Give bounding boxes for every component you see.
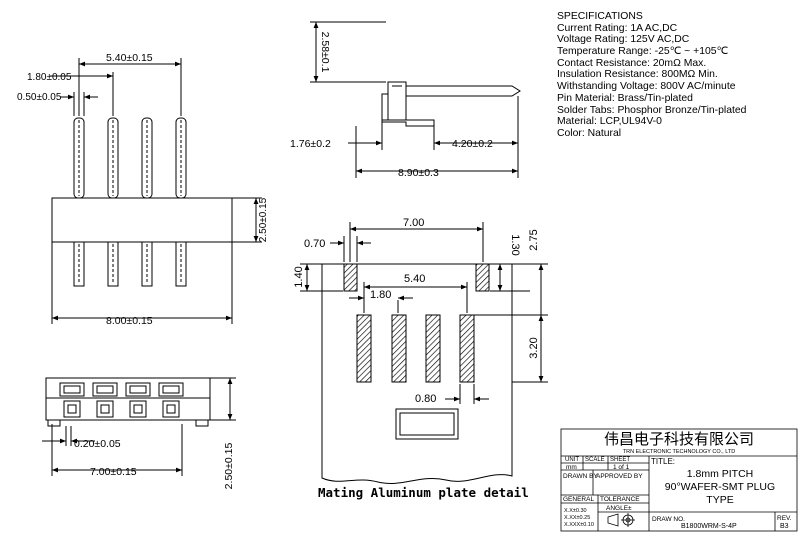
dim-bottom-tab-width: 0.20±0.05 (74, 438, 121, 450)
title-line-3: TYPE (706, 494, 733, 506)
spec-line: Current Rating: 1A AC,DC (557, 22, 678, 34)
approved-by-label: APPROVED BY (596, 473, 643, 480)
specifications-block: SPECIFICATIONS Current Rating: 1A AC,DC … (557, 11, 746, 140)
unit-label: UNIT (565, 457, 579, 463)
sheet-label: SHEET (610, 457, 630, 463)
dim-front-pin-width: 0.50±0.05 (17, 92, 62, 103)
tolerance-line-1: X.X±0.30 (564, 508, 587, 514)
draw-no-label: DRAW NO. (652, 516, 685, 523)
plate-outline (321, 263, 513, 484)
title-block (560, 428, 798, 532)
dim-side-lead: 4.20±0.2 (452, 138, 493, 150)
spec-line: Solder Tabs: Phosphor Bronze/Tin-plated (557, 104, 747, 116)
pin-3 (141, 117, 153, 287)
title-line-1: 1.8mm PITCH (687, 468, 754, 480)
dim-plate-pad-span: 5.40 (404, 273, 425, 285)
angle-label: ANGLE± (606, 505, 632, 512)
front-view (50, 58, 262, 324)
plate-tab-left (343, 263, 358, 292)
plate-pad-2 (391, 314, 407, 383)
spec-line: Contact Resistance: 20mΩ Max. (557, 57, 707, 69)
bottom-contact-3 (125, 382, 151, 418)
bottom-contact-1 (59, 382, 85, 418)
unit-value: mm (566, 464, 577, 471)
tolerance-line-2: X.XX±0.25 (564, 515, 590, 521)
spec-line: Pin Material: Brass/Tin-plated (557, 92, 693, 104)
specifications-heading: SPECIFICATIONS (557, 11, 643, 22)
dim-front-pitch: 1.80±0.05 (27, 72, 72, 83)
scale-label: SCALE (585, 457, 605, 463)
dim-bottom-height: 2.50±0.15 (223, 443, 235, 490)
pin-1 (73, 117, 85, 287)
plate-caption: Mating Aluminum plate detail (318, 485, 529, 500)
plate-pad-1 (356, 314, 372, 383)
company-name-cn: 伟昌电子科技有限公司 (604, 431, 754, 448)
dim-plate-pad-length: 3.20 (528, 337, 540, 358)
dim-plate-pad-width: 0.80 (415, 393, 436, 405)
pin-4 (175, 117, 187, 287)
dim-plate-tab-span: 7.00 (403, 217, 424, 229)
dim-side-tail: 1.76±0.2 (290, 138, 331, 150)
dim-plate-pad-pitch: 1.80 (370, 289, 391, 301)
projection-symbol-icon (607, 513, 635, 527)
plate-pad-4 (459, 314, 475, 383)
spec-line: Color: Natural (557, 127, 622, 139)
general-label: GENERAL (563, 496, 594, 503)
bottom-view (42, 377, 236, 476)
plate-pad-3 (425, 314, 441, 383)
spec-line: Material: LCP,UL94V-0 (557, 116, 662, 128)
dim-plate-tab-height: 1.40 (293, 266, 305, 287)
dim-plate-offset: 2.75 (528, 229, 540, 250)
spec-line: Insulation Resistance: 800MΩ Min. (557, 69, 718, 81)
plate-tab-right (475, 263, 490, 292)
drawn-by-label: DRAWN BY (563, 473, 598, 480)
dim-front-width: 8.00±0.15 (106, 315, 153, 327)
spec-line: Temperature Range: -25℃ ~ +105℃ (557, 46, 729, 58)
dim-side-length: 8.90±0.3 (398, 167, 439, 179)
sheet-value: 1 of 1 (613, 464, 630, 471)
tolerance-label: TOLERANCE (600, 496, 640, 503)
company-name-en: TRN ELECTRONIC TECHNOLOGY CO., LTD (623, 449, 735, 455)
draw-no-value: B1800WRM-S-4P (681, 523, 737, 530)
dim-bottom-length: 7.00±0.15 (90, 466, 137, 478)
title-label: TITLE: (651, 457, 675, 466)
tolerance-line-3: X.XXX±0.10 (564, 522, 594, 528)
dim-front-height: 2.50±0.15 (258, 197, 269, 242)
dim-plate-tab-height-right: 1.30 (509, 234, 521, 255)
housing-body (51, 197, 233, 243)
bottom-contact-4 (158, 382, 184, 418)
rev-label: REV. (777, 515, 792, 522)
title-line-2: 90°WAFER-SMT PLUG (665, 481, 775, 493)
side-housing (387, 81, 407, 121)
dim-front-pitch-total: 5.40±0.15 (106, 52, 153, 64)
spec-line: Voltage Rating: 125V AC,DC (557, 34, 690, 46)
dim-side-height: 2.58±0.1 (319, 32, 331, 73)
mating-plate (300, 222, 548, 484)
pin-2 (107, 117, 119, 287)
side-pin (405, 85, 521, 97)
spec-line: Withstanding Voltage: 800V AC/minute (557, 81, 736, 93)
side-view (310, 21, 521, 178)
bottom-contact-2 (92, 382, 118, 418)
rev-value: B3 (780, 523, 789, 530)
dim-plate-tab-width: 0.70 (304, 238, 325, 250)
